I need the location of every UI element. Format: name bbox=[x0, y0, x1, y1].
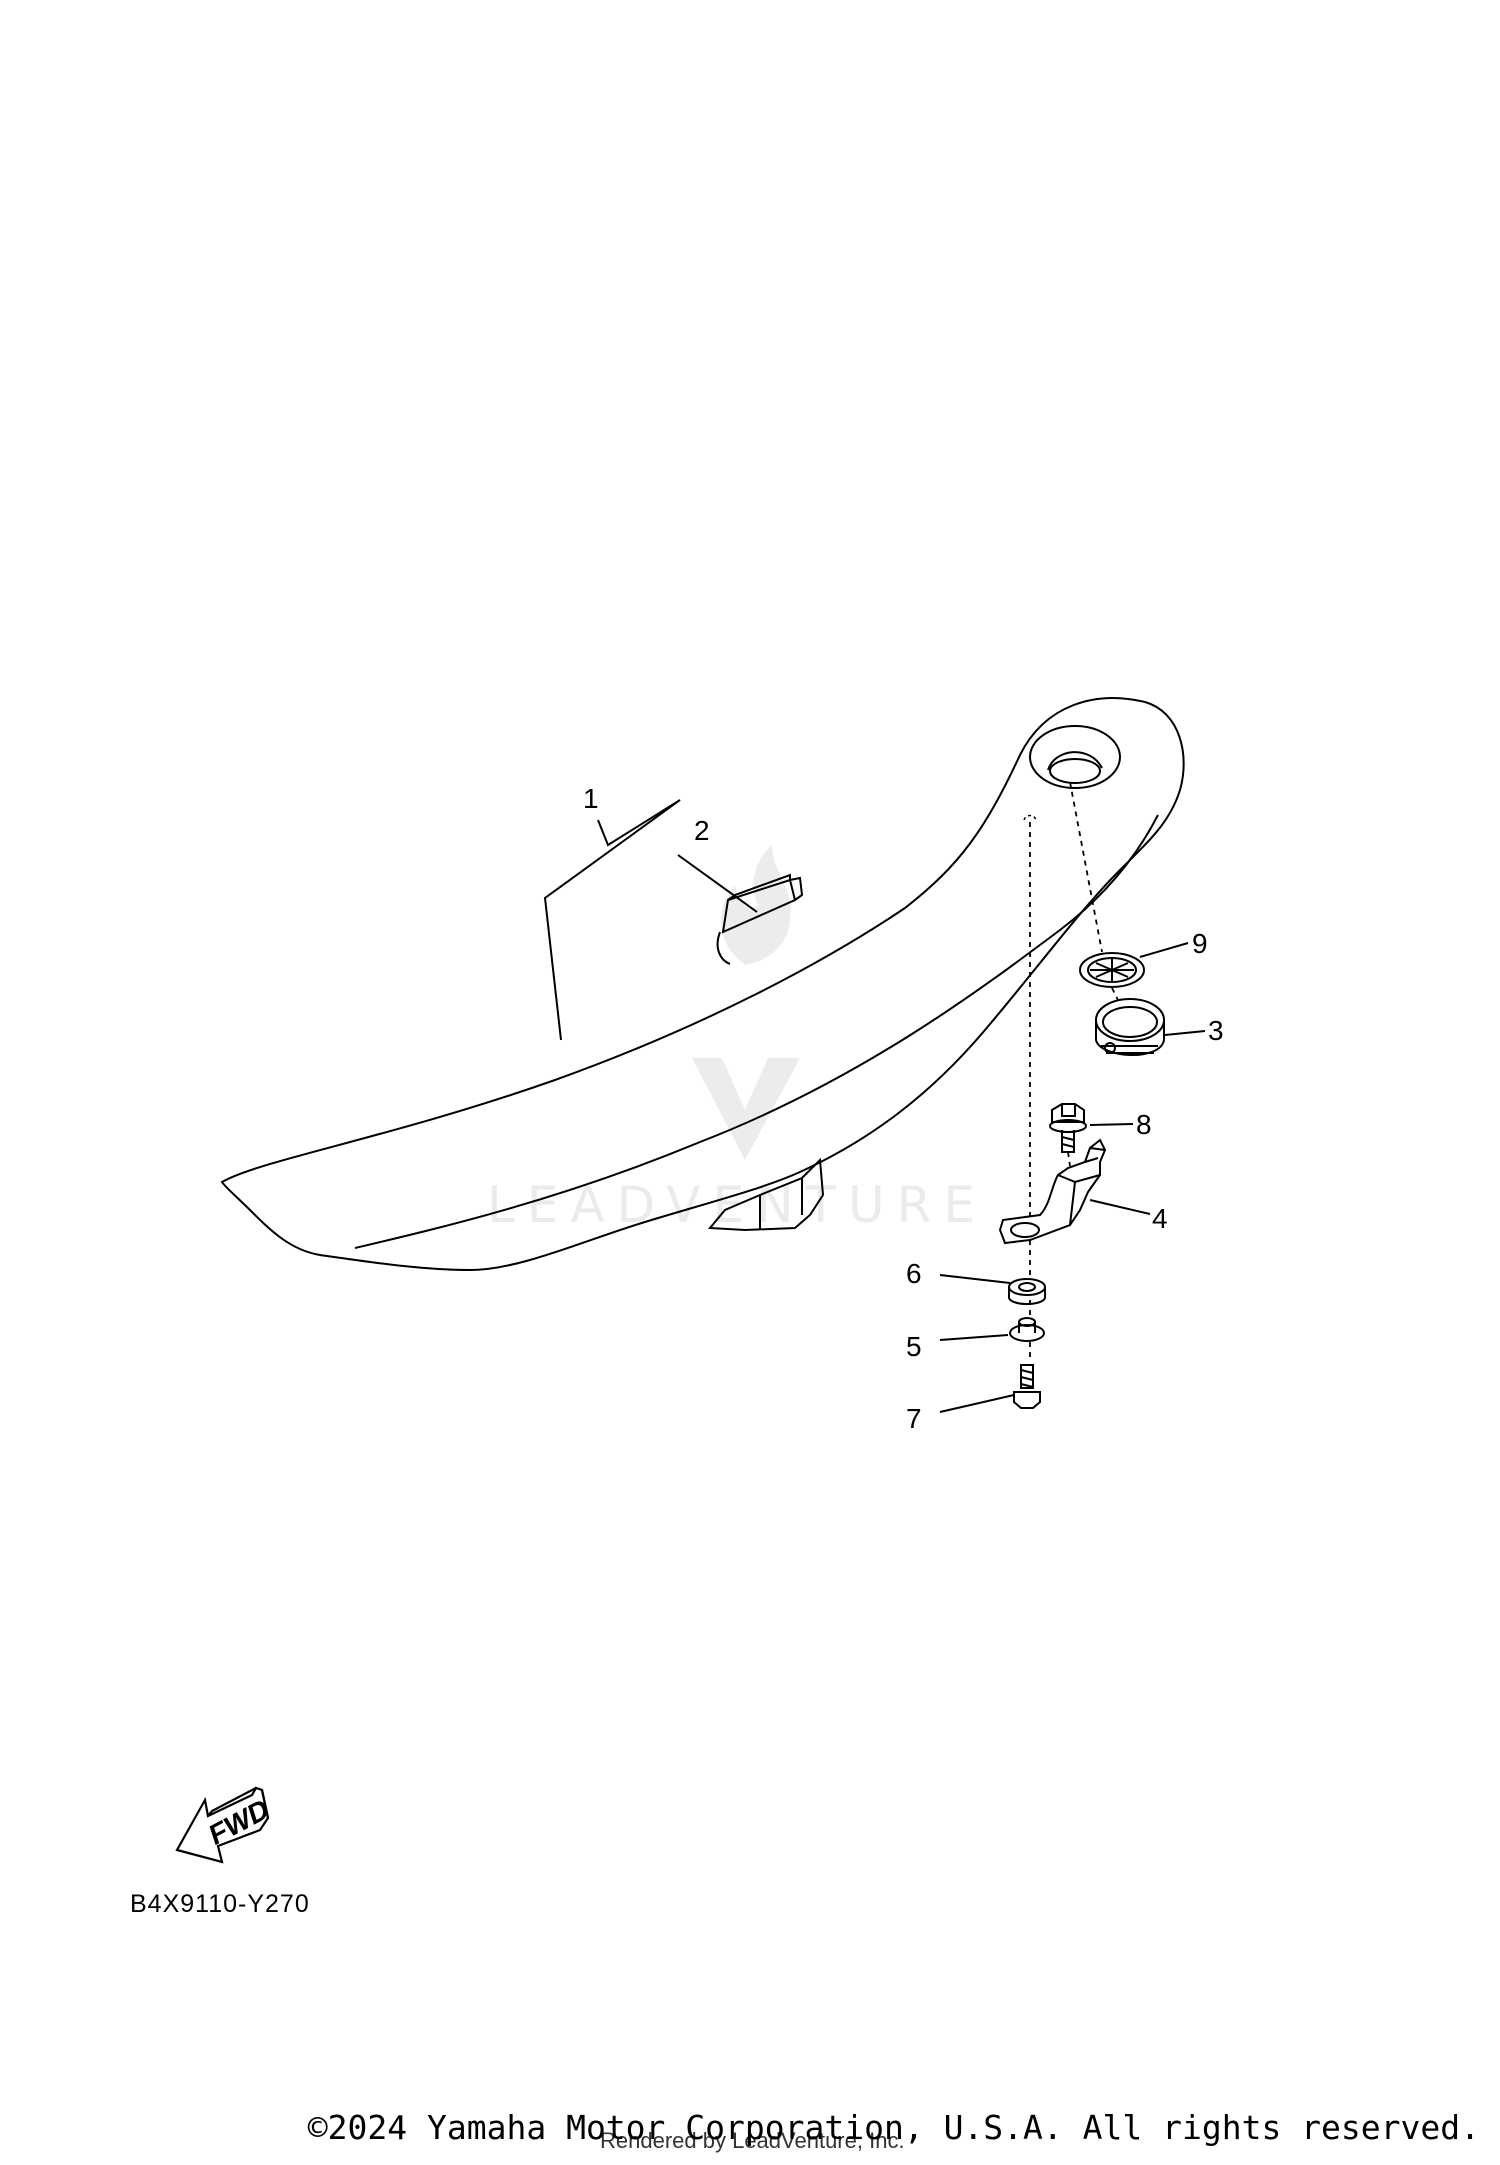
bolt-part-8 bbox=[1049, 1103, 1087, 1153]
rendered-by-text: Rendered by LeadVenture, Inc. bbox=[600, 2128, 905, 2153]
callout-3: 3 bbox=[1208, 1015, 1224, 1046]
alignment-lines bbox=[1029, 781, 1119, 1362]
holder-part-3 bbox=[1095, 998, 1165, 1057]
seat-drawing bbox=[220, 697, 1185, 1272]
cap-part-9 bbox=[1079, 952, 1145, 988]
callout-8: 8 bbox=[1136, 1109, 1152, 1140]
watermark-text: LEADVENTURE bbox=[487, 1176, 987, 1234]
callout-2: 2 bbox=[694, 815, 710, 846]
bracket-part-4 bbox=[998, 1138, 1107, 1245]
copyright-text: ©2024 Yamaha Motor Corporation, U.S.A. A… bbox=[307, 2108, 1480, 2147]
callout-1: 1 bbox=[583, 783, 599, 814]
callout-6: 6 bbox=[906, 1258, 922, 1289]
leader-lines bbox=[543, 799, 1206, 1413]
callout-9: 9 bbox=[1192, 928, 1208, 959]
callout-5: 5 bbox=[906, 1331, 922, 1362]
callout-7: 7 bbox=[906, 1403, 922, 1434]
watermark-logo bbox=[692, 845, 800, 1160]
bolt-part-7 bbox=[1013, 1364, 1041, 1409]
fwd-arrow-icon: FWD bbox=[175, 1786, 272, 1864]
damper-part-6 bbox=[1008, 1278, 1046, 1305]
callout-labels: 1 2 3 4 5 6 7 8 9 bbox=[583, 783, 1224, 1434]
alignment-cap-mark bbox=[1023, 814, 1037, 821]
diagram-code: B4X9110-Y270 bbox=[130, 1890, 310, 1918]
callout-4: 4 bbox=[1152, 1203, 1168, 1234]
collar-part-5 bbox=[1009, 1317, 1045, 1342]
